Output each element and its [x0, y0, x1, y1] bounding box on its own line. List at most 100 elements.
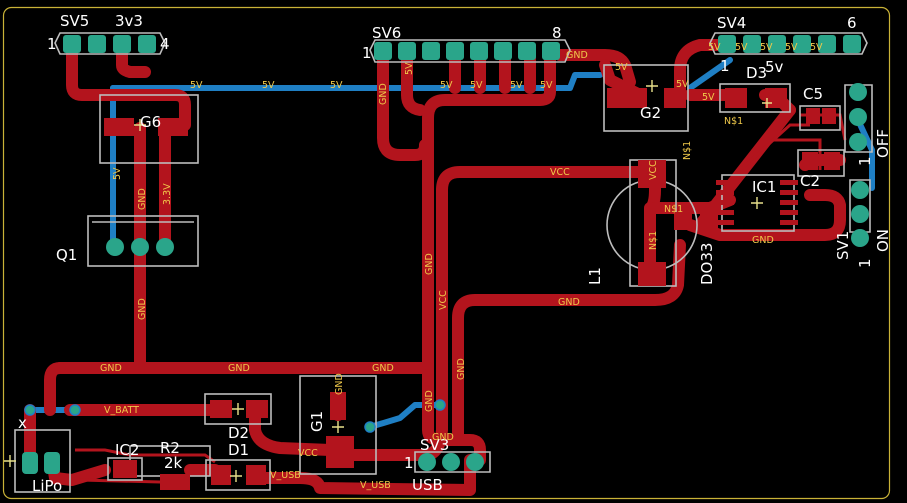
trace-gnd-mid-right[interactable]	[452, 239, 686, 446]
label-r2-value: 2k	[164, 454, 183, 472]
label-do33[interactable]: DO33	[698, 243, 716, 285]
thin-trace-ic2[interactable]	[75, 448, 216, 464]
label-ic1[interactable]: IC1	[752, 178, 776, 196]
net-labels: 5V 5V 5V 5V 5V 5V 5V 5V 5V 5V 5V 5V 5V 5…	[100, 42, 823, 491]
net-5v-8: 5V	[615, 62, 628, 73]
net-vcc-1: VCC	[550, 167, 570, 178]
label-sv6[interactable]: SV6	[372, 24, 401, 42]
label-sv4-pin6: 6	[847, 14, 857, 32]
d1-outline	[205, 459, 271, 491]
trace-5v-g2-right[interactable]	[674, 39, 736, 101]
net-n31-4: N$1	[664, 204, 683, 215]
trace-d2-to-g1[interactable]	[249, 404, 336, 456]
net-gnd-10: GND	[456, 358, 467, 380]
label-sv5[interactable]: SV5	[60, 12, 89, 30]
label-ic2[interactable]: IC2	[115, 441, 139, 459]
sv3-outline	[414, 451, 491, 473]
label-sv1[interactable]: SV1	[834, 231, 852, 260]
g6-outline	[99, 94, 199, 164]
label-sv3[interactable]: SV3	[420, 436, 449, 454]
label-sv5-3v3: 3v3	[115, 12, 143, 30]
net-5v-13: 5V	[760, 42, 773, 53]
sv5-outline	[54, 32, 166, 55]
label-sv6-pin1: 1	[362, 44, 372, 62]
net-5v-10: 5V	[702, 92, 715, 103]
net-vcc-4: VCC	[648, 160, 659, 180]
label-sv5-pin1: 1	[47, 35, 57, 53]
net-5v-2: 5V	[262, 80, 275, 91]
net-vusb-1: V_USB	[270, 470, 301, 481]
sv4-pins[interactable]	[718, 35, 861, 53]
pads-layer	[22, 35, 869, 490]
label-c5[interactable]: C5	[803, 85, 823, 103]
silkscreen-layer	[14, 32, 873, 493]
net-5v-12: 5V	[735, 42, 748, 53]
net-5v-16: 5V	[112, 167, 123, 180]
net-gnd-1: GND	[566, 50, 588, 61]
trace-sv6-5v-e[interactable]	[422, 44, 556, 136]
trace-sv1-bottom[interactable]	[855, 117, 875, 191]
c5-outline	[799, 105, 841, 131]
net-gnd-4: GND	[137, 298, 148, 320]
label-lipo[interactable]: LiPo	[32, 477, 62, 495]
smd-pads[interactable]	[104, 88, 840, 490]
trace-5v-right[interactable]	[687, 57, 733, 91]
lipo-pins[interactable]	[22, 452, 60, 474]
label-g6[interactable]: G6	[140, 113, 161, 131]
trace-gnd-left-down[interactable]	[44, 362, 66, 416]
thin-trace-ic-b[interactable]	[738, 123, 810, 172]
label-g1[interactable]: G1	[308, 411, 326, 432]
trace-sv6-pin2[interactable]	[401, 44, 426, 116]
label-sv5-pin4: 4	[160, 35, 170, 53]
label-d2[interactable]: D2	[228, 424, 249, 442]
d3-outline	[719, 83, 791, 113]
origin-crosshairs	[4, 80, 772, 482]
trace-5v-main[interactable]	[110, 72, 603, 91]
trace-sv5-3v3[interactable]	[116, 39, 151, 78]
d2-outline	[204, 393, 272, 425]
q1-outline	[87, 215, 199, 267]
net-5v-4: 5V	[440, 80, 453, 91]
net-gnd-8: GND	[372, 363, 394, 374]
sv3-pins[interactable]	[418, 453, 484, 471]
ic1-pins[interactable]	[716, 180, 798, 225]
label-c2[interactable]: C2	[800, 172, 820, 190]
label-lipo-x: x	[18, 414, 27, 432]
net-5v-11: 5V	[708, 42, 721, 53]
net-n31-1: N$1	[724, 116, 743, 127]
vias[interactable]	[24, 399, 446, 433]
net-gnd-5: GND	[424, 253, 435, 275]
net-gnd-7: GND	[228, 363, 250, 374]
label-r2[interactable]: R2	[160, 439, 180, 457]
trace-gnd-ic1[interactable]	[684, 189, 846, 241]
thin-trace-ic-a[interactable]	[770, 138, 822, 170]
net-n31-2: N$1	[682, 141, 693, 160]
net-vcc-2: VCC	[438, 290, 449, 310]
label-sv1-on: ON	[874, 229, 892, 252]
label-d1[interactable]: D1	[228, 441, 249, 459]
net-gnd-2: GND	[378, 83, 389, 105]
g2-outline	[603, 64, 689, 132]
net-3v3: 3.3V	[162, 183, 173, 205]
label-d3[interactable]: D3	[746, 64, 767, 82]
net-5v-3: 5V	[330, 80, 343, 91]
trace-vcc-vertical[interactable]	[436, 166, 658, 196]
sv1-outline	[849, 179, 871, 233]
part-labels: SV5 1 3v3 4 SV6 1 8 SV4 1 6 D3 5v C5 G2 …	[18, 12, 892, 495]
net-gnd-13: GND	[432, 432, 454, 443]
c2-outline	[797, 149, 845, 177]
trace-vusb-bottom[interactable]	[249, 454, 476, 496]
net-5v-5: 5V	[470, 80, 483, 91]
label-l1[interactable]: L1	[586, 267, 604, 285]
label-g2[interactable]: G2	[640, 104, 661, 122]
net-vcc-3: VCC	[298, 448, 318, 459]
label-sv4-pin1: 1	[720, 57, 730, 75]
sv5-pins[interactable]	[63, 35, 156, 53]
sv1-pins[interactable]	[849, 83, 869, 247]
sv6-pins[interactable]	[374, 42, 560, 60]
q1-pins[interactable]	[106, 238, 174, 256]
top-copper-layer	[24, 39, 846, 496]
label-q1[interactable]: Q1	[56, 246, 77, 264]
label-sv4[interactable]: SV4	[717, 14, 746, 32]
